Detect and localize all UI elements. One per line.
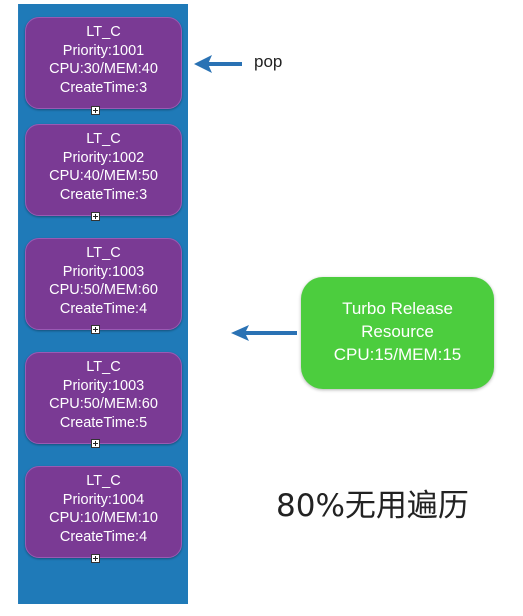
task-priority: Priority:1004 — [62, 491, 145, 508]
task-create-time: CreateTime:4 — [59, 528, 148, 545]
task-resources: CPU:30/MEM:40 — [49, 61, 158, 77]
task-resources: CPU:40/MEM:50 — [49, 168, 158, 184]
pop-label: pop — [254, 52, 283, 71]
task-queue: LT_C Priority:1001 CPU:30/MEM:40 CreateT… — [18, 4, 188, 604]
release-resources: CPU:15/MEM:15 — [333, 345, 462, 364]
task-name: LT_C — [86, 359, 121, 375]
task-priority: Priority:1002 — [62, 149, 145, 166]
task-name: LT_C — [86, 473, 121, 489]
task-card: LT_C Priority:1001 CPU:30/MEM:40 CreateT… — [25, 17, 182, 109]
task-priority: Priority:1001 — [62, 42, 145, 59]
expand-icon[interactable] — [91, 554, 100, 563]
task-name: LT_C — [86, 24, 121, 40]
task-card: LT_C Priority:1003 CPU:50/MEM:60 CreateT… — [25, 238, 182, 330]
task-name: LT_C — [86, 245, 121, 261]
release-subtitle: Resource — [361, 322, 434, 341]
summary-text: 80%无用遍历 — [276, 488, 469, 524]
task-name: LT_C — [86, 131, 121, 147]
expand-icon[interactable] — [91, 212, 100, 221]
task-create-time: CreateTime:5 — [59, 414, 148, 431]
expand-icon[interactable] — [91, 325, 100, 334]
pop-arrow-icon — [194, 55, 242, 73]
task-card: LT_C Priority:1002 CPU:40/MEM:50 CreateT… — [25, 124, 182, 216]
release-arrow-icon — [231, 325, 297, 341]
task-create-time: CreateTime:3 — [59, 186, 148, 203]
expand-icon[interactable] — [91, 106, 100, 115]
task-resources: CPU:50/MEM:60 — [49, 396, 158, 412]
task-priority: Priority:1003 — [62, 263, 145, 280]
task-priority: Priority:1003 — [62, 377, 145, 394]
task-card: LT_C Priority:1003 CPU:50/MEM:60 CreateT… — [25, 352, 182, 444]
task-resources: CPU:10/MEM:10 — [49, 510, 158, 526]
task-create-time: CreateTime:3 — [59, 79, 148, 96]
task-card: LT_C Priority:1004 CPU:10/MEM:10 CreateT… — [25, 466, 182, 558]
task-create-time: CreateTime:4 — [59, 300, 148, 317]
task-resources: CPU:50/MEM:60 — [49, 282, 158, 298]
expand-icon[interactable] — [91, 439, 100, 448]
turbo-release-box: Turbo Release Resource CPU:15/MEM:15 — [301, 277, 494, 389]
release-title: Turbo Release — [342, 299, 453, 318]
